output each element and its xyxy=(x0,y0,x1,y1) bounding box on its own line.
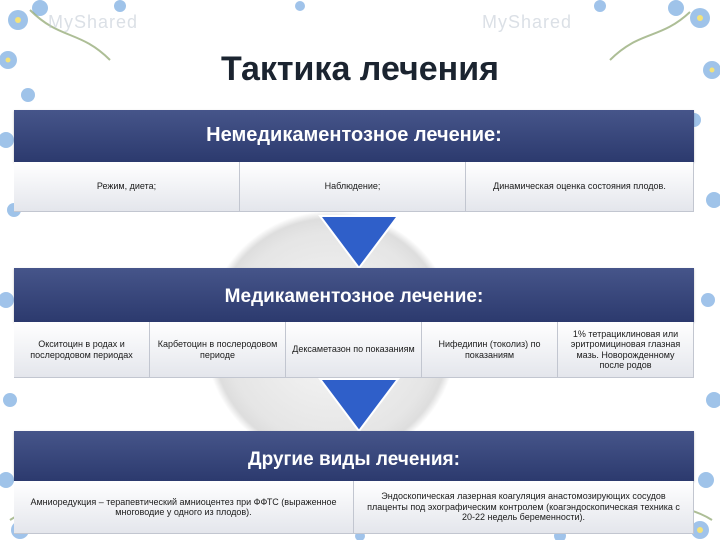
page-title: Тактика лечения xyxy=(221,50,499,88)
list-item: Наблюдение; xyxy=(240,162,466,212)
list-item: Дексаметазон по показаниям xyxy=(286,322,422,378)
list-item: Окситоцин в родах и послеродовом периода… xyxy=(14,322,150,378)
section-heading-label: Медикаментозное лечение: xyxy=(224,286,484,307)
list-item: 1% тетрациклиновая или эритромициновая г… xyxy=(558,322,694,378)
list-item: Карбетоцин в послеродовом периоде xyxy=(150,322,286,378)
list-item: Динамическая оценка состояния плодов. xyxy=(466,162,694,212)
section-heading-label: Немедикаментозное лечение: xyxy=(206,124,502,146)
non-drug-items-row: Режим, диета; Наблюдение; Динамическая о… xyxy=(14,162,694,212)
list-item: Эндоскопическая лазерная коагуляция анас… xyxy=(354,481,694,534)
other-items-row: Амниоредукция – терапевтический амниоцен… xyxy=(14,481,694,534)
section-heading-other: Другие виды лечения: xyxy=(14,431,694,481)
list-item: Амниоредукция – терапевтический амниоцен… xyxy=(14,481,354,534)
list-item: Режим, диета; xyxy=(14,162,240,212)
section-heading-drug: Медикаментозное лечение: xyxy=(14,268,694,322)
list-item: Нифедипин (токолиз) по показаниям xyxy=(422,322,558,378)
section-heading-non-drug: Немедикаментозное лечение: xyxy=(14,110,694,162)
drug-items-row: Окситоцин в родах и послеродовом периода… xyxy=(14,322,694,378)
down-arrow-icon xyxy=(318,378,400,433)
watermark: MyShared xyxy=(48,12,139,32)
section-heading-label: Другие виды лечения: xyxy=(248,449,460,470)
down-arrow-icon xyxy=(318,215,400,270)
watermark: MyShared xyxy=(482,12,573,32)
